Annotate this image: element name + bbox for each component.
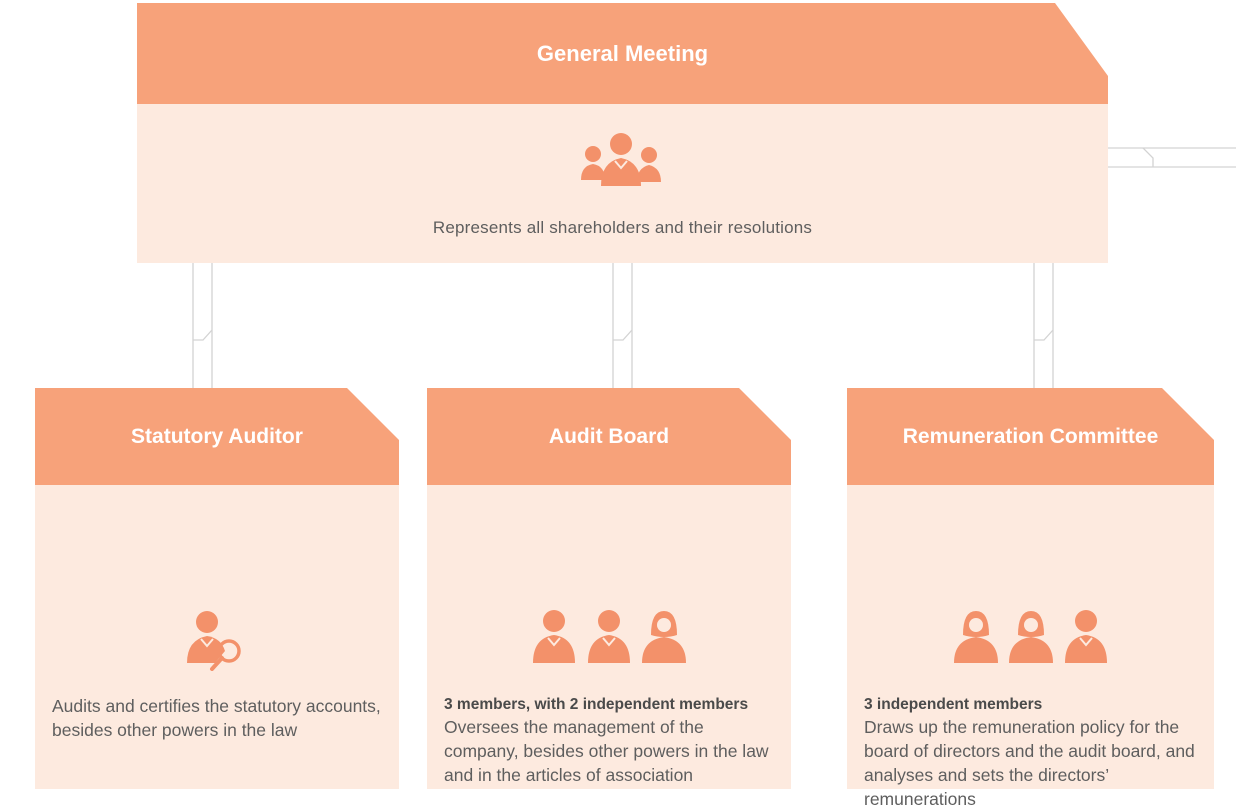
general-meeting-box: General Meeting Represents all sharehold… <box>137 3 1108 263</box>
general-meeting-body: Represents all shareholders and their re… <box>137 104 1108 263</box>
remuneration-committee-body: 3 independent members Draws up the remun… <box>847 485 1214 809</box>
group-people-icon <box>581 133 661 186</box>
auditor-magnifier-icon <box>187 611 241 671</box>
three-people-icon <box>953 610 1107 663</box>
statutory-auditor-description: Audits and certifies the statutory accou… <box>52 696 381 740</box>
remuneration-committee-members: 3 independent members <box>864 696 1043 713</box>
audit-board-title: Audit Board <box>548 424 670 448</box>
general-meeting-description: Represents all shareholders and their re… <box>432 218 813 237</box>
remuneration-committee-box: Remuneration Committee 3 independent mem… <box>847 388 1214 809</box>
statutory-auditor-text: Audits and certifies the statutory accou… <box>52 694 381 742</box>
remuneration-committee-header: Remuneration Committee <box>847 388 1214 485</box>
remuneration-committee-text: 3 independent members Draws up the remun… <box>864 694 1196 811</box>
connector-lines <box>192 147 1236 388</box>
general-meeting-title: General Meeting <box>536 40 709 66</box>
audit-board-box: Audit Board 3 members, with 2 independen… <box>427 388 791 789</box>
audit-board-members: 3 members, with 2 independent members <box>444 696 749 713</box>
audit-board-text: 3 members, with 2 independent members Ov… <box>444 694 773 787</box>
statutory-auditor-header: Statutory Auditor <box>35 388 399 485</box>
statutory-auditor-box: Statutory Auditor Audits and certifies t… <box>35 388 399 789</box>
audit-board-header: Audit Board <box>427 388 791 485</box>
statutory-auditor-body: Audits and certifies the statutory accou… <box>35 485 399 789</box>
three-people-icon <box>533 610 686 663</box>
general-meeting-header: General Meeting <box>137 3 1108 104</box>
statutory-auditor-title: Statutory Auditor <box>131 424 303 448</box>
audit-board-description: Oversees the management of the company, … <box>444 717 769 785</box>
audit-board-body: 3 members, with 2 independent members Ov… <box>427 485 791 789</box>
remuneration-committee-description: Draws up the remuneration policy for the… <box>864 717 1195 809</box>
remuneration-committee-title: Remuneration Committee <box>902 424 1159 448</box>
